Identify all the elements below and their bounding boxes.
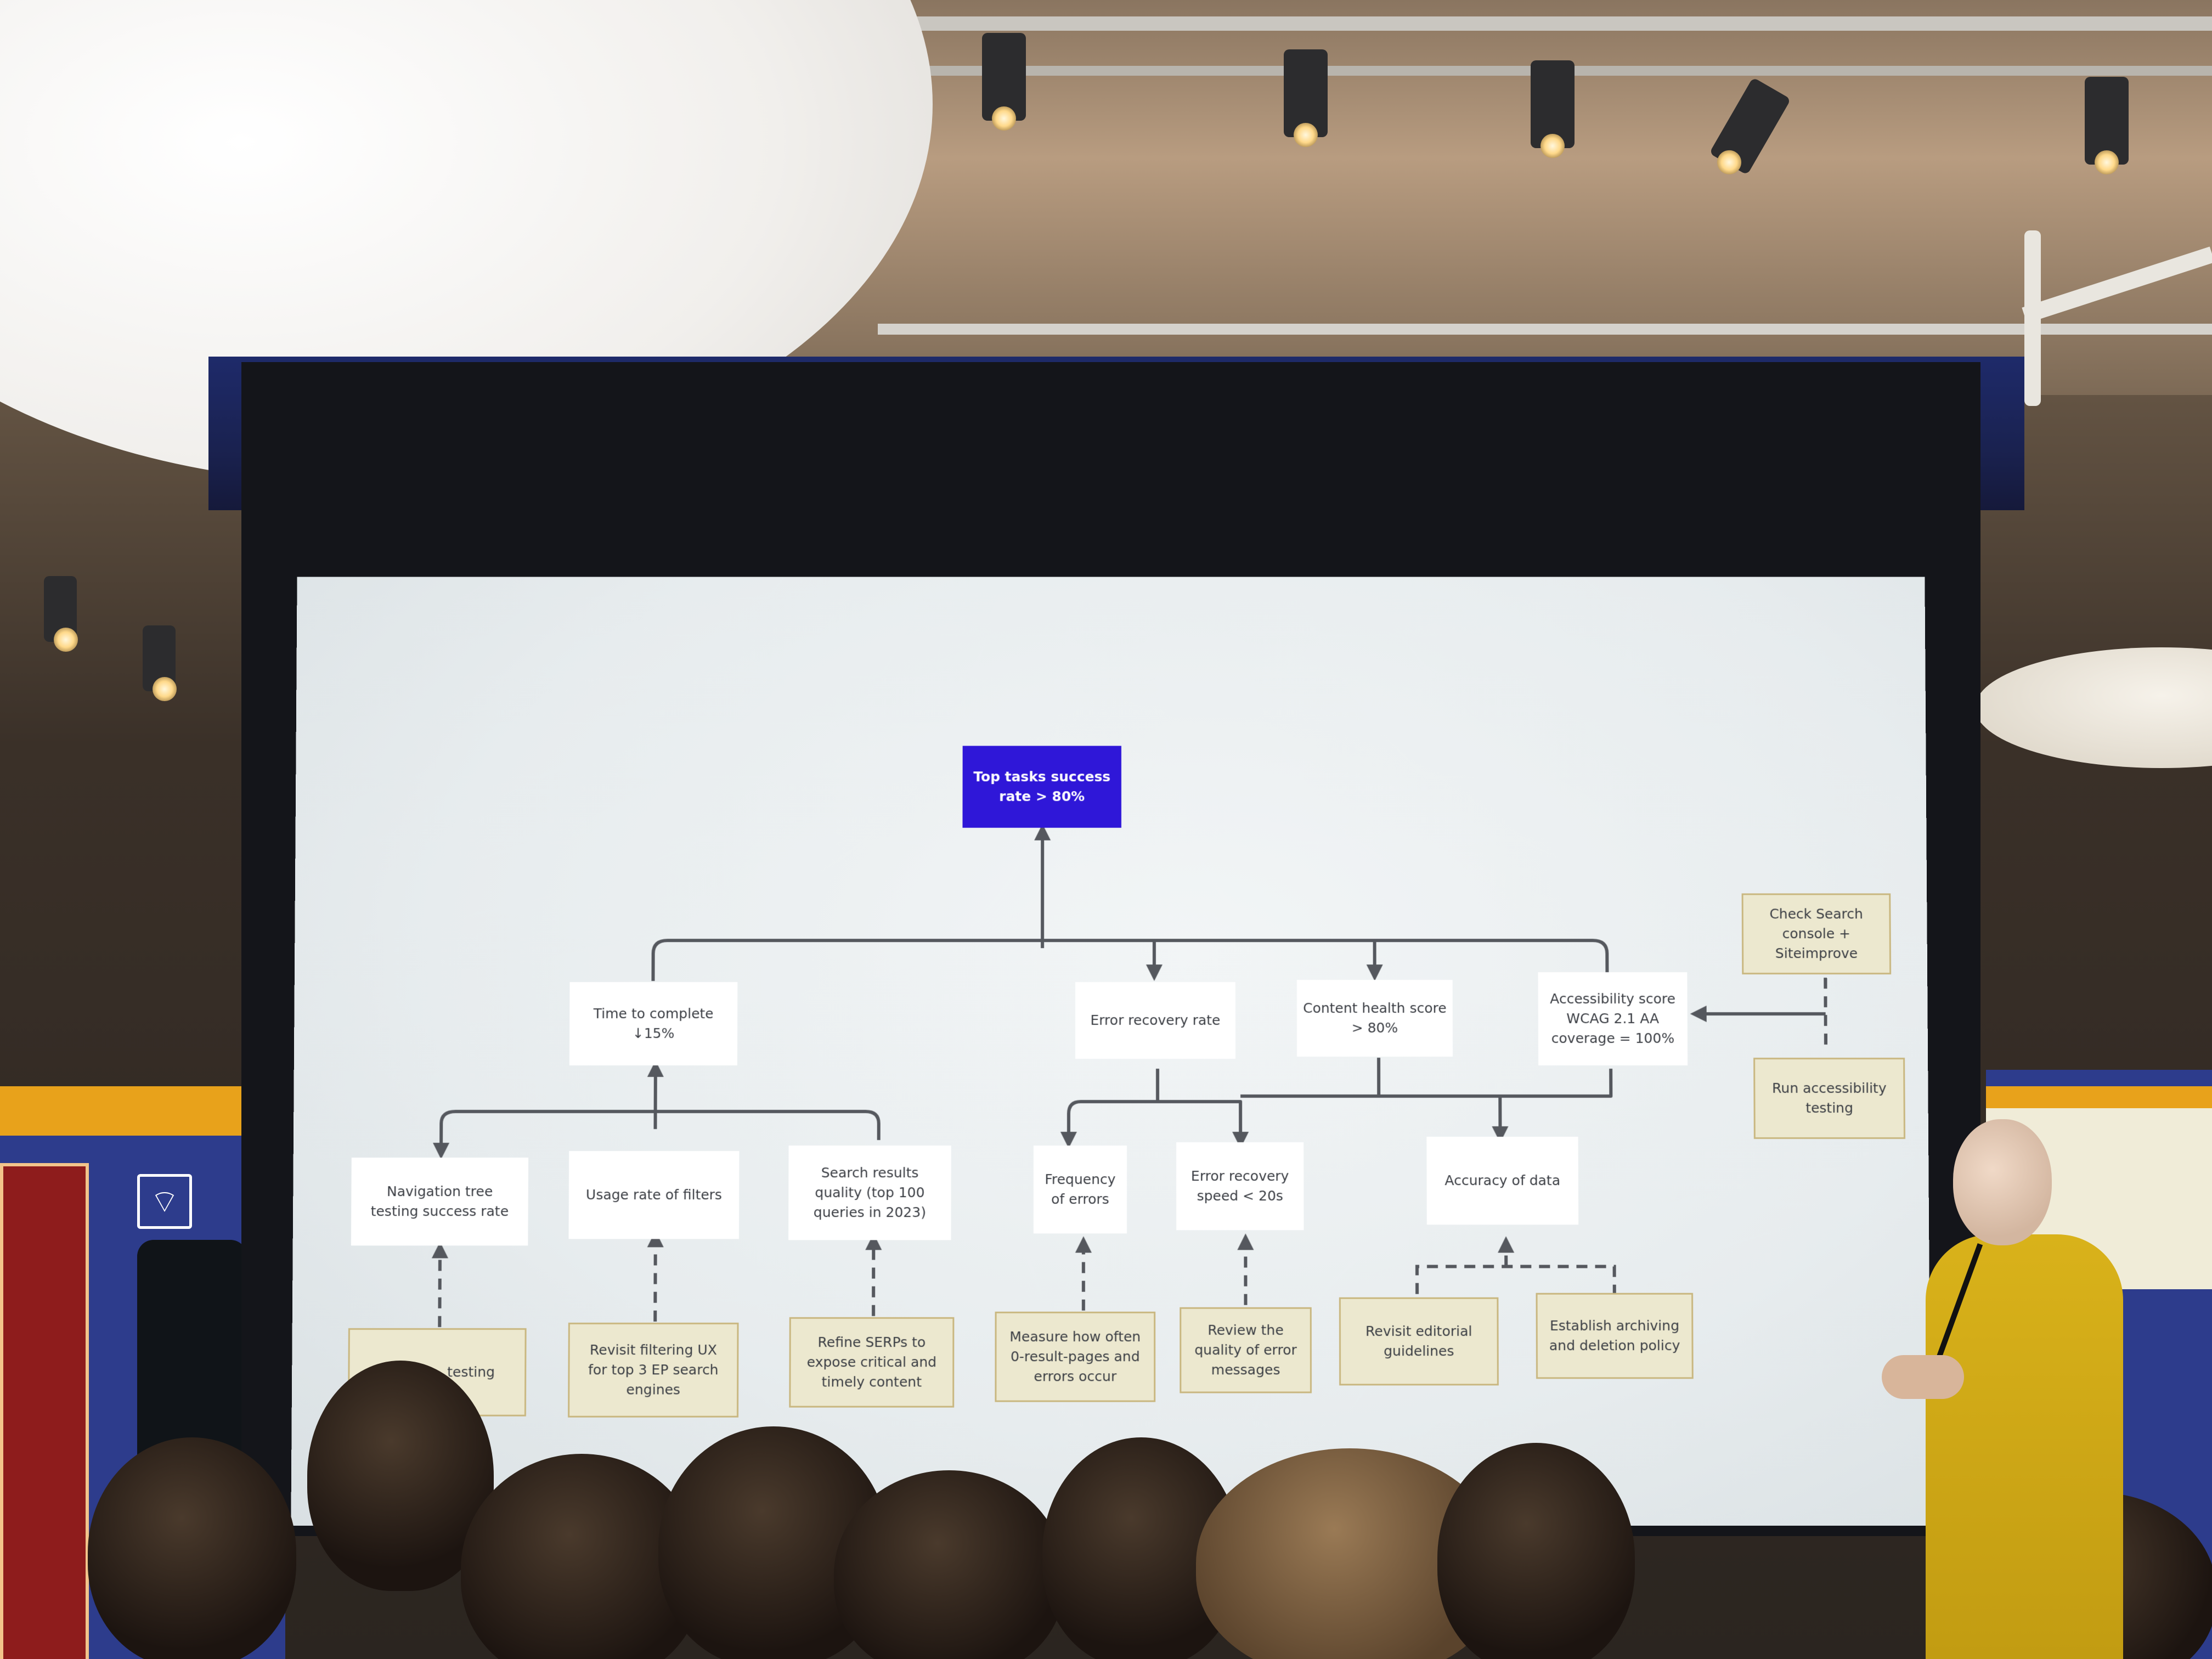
audience [0, 1328, 2212, 1659]
spotlight-icon [143, 625, 177, 701]
metric-navigation-tree: Navigation tree testing success rate [351, 1158, 529, 1246]
ceiling-rail [878, 16, 2212, 31]
spotlight-icon [44, 576, 78, 652]
spotlight-icon [1531, 60, 1575, 158]
connector [441, 1111, 879, 1148]
audience-head [1437, 1443, 1635, 1659]
spotlight-icon [1284, 49, 1328, 147]
metric-search-results-quality: Search results quality (top 100 queries … [788, 1146, 951, 1240]
action-check-search-console: Check Search console + Siteimprove [1741, 893, 1892, 975]
action-run-accessibility-testing: Run accessibility testing [1753, 1057, 1906, 1139]
audience-head [88, 1437, 296, 1659]
ceiling-light-disc [1975, 647, 2212, 768]
goal-box: Top tasks success rate > 80% [962, 746, 1121, 828]
connector [1240, 1057, 1380, 1098]
metric-accessibility-score: Accessibility score WCAG 2.1 AA coverage… [1538, 972, 1688, 1065]
metric-content-health-score: Content health score > 80% [1296, 980, 1453, 1057]
presenter-head [1953, 1119, 2052, 1245]
metric-time-to-complete: Time to complete ↓15% [569, 982, 738, 1065]
connector [1378, 1068, 1612, 1098]
presenter [1926, 1234, 2123, 1659]
train-door [0, 1163, 89, 1659]
ceiling-rail [878, 324, 2212, 335]
wifi-icon: ⌔ [137, 1174, 192, 1229]
dashed-connector [655, 1239, 656, 1321]
metric-frequency-of-errors: Frequency of errors [1033, 1146, 1127, 1234]
spotlight-icon [982, 33, 1026, 131]
metric-error-recovery-speed: Error recovery speed < 20s [1176, 1142, 1304, 1231]
audience-head [834, 1470, 1064, 1659]
metric-usage-rate-filters: Usage rate of filters [568, 1151, 740, 1239]
connector [1069, 1069, 1158, 1140]
presenter-hands [1882, 1355, 1964, 1399]
spotlight-icon [2085, 77, 2129, 174]
dashed-connector [439, 1250, 440, 1327]
metric-error-recovery-rate: Error recovery rate [1075, 982, 1236, 1059]
slide: Top tasks success rate > 80% Time to com… [291, 577, 1931, 1526]
connector-lines [291, 577, 1931, 1526]
connector [1158, 1102, 1240, 1140]
metric-accuracy-of-data: Accuracy of data [1426, 1137, 1579, 1225]
